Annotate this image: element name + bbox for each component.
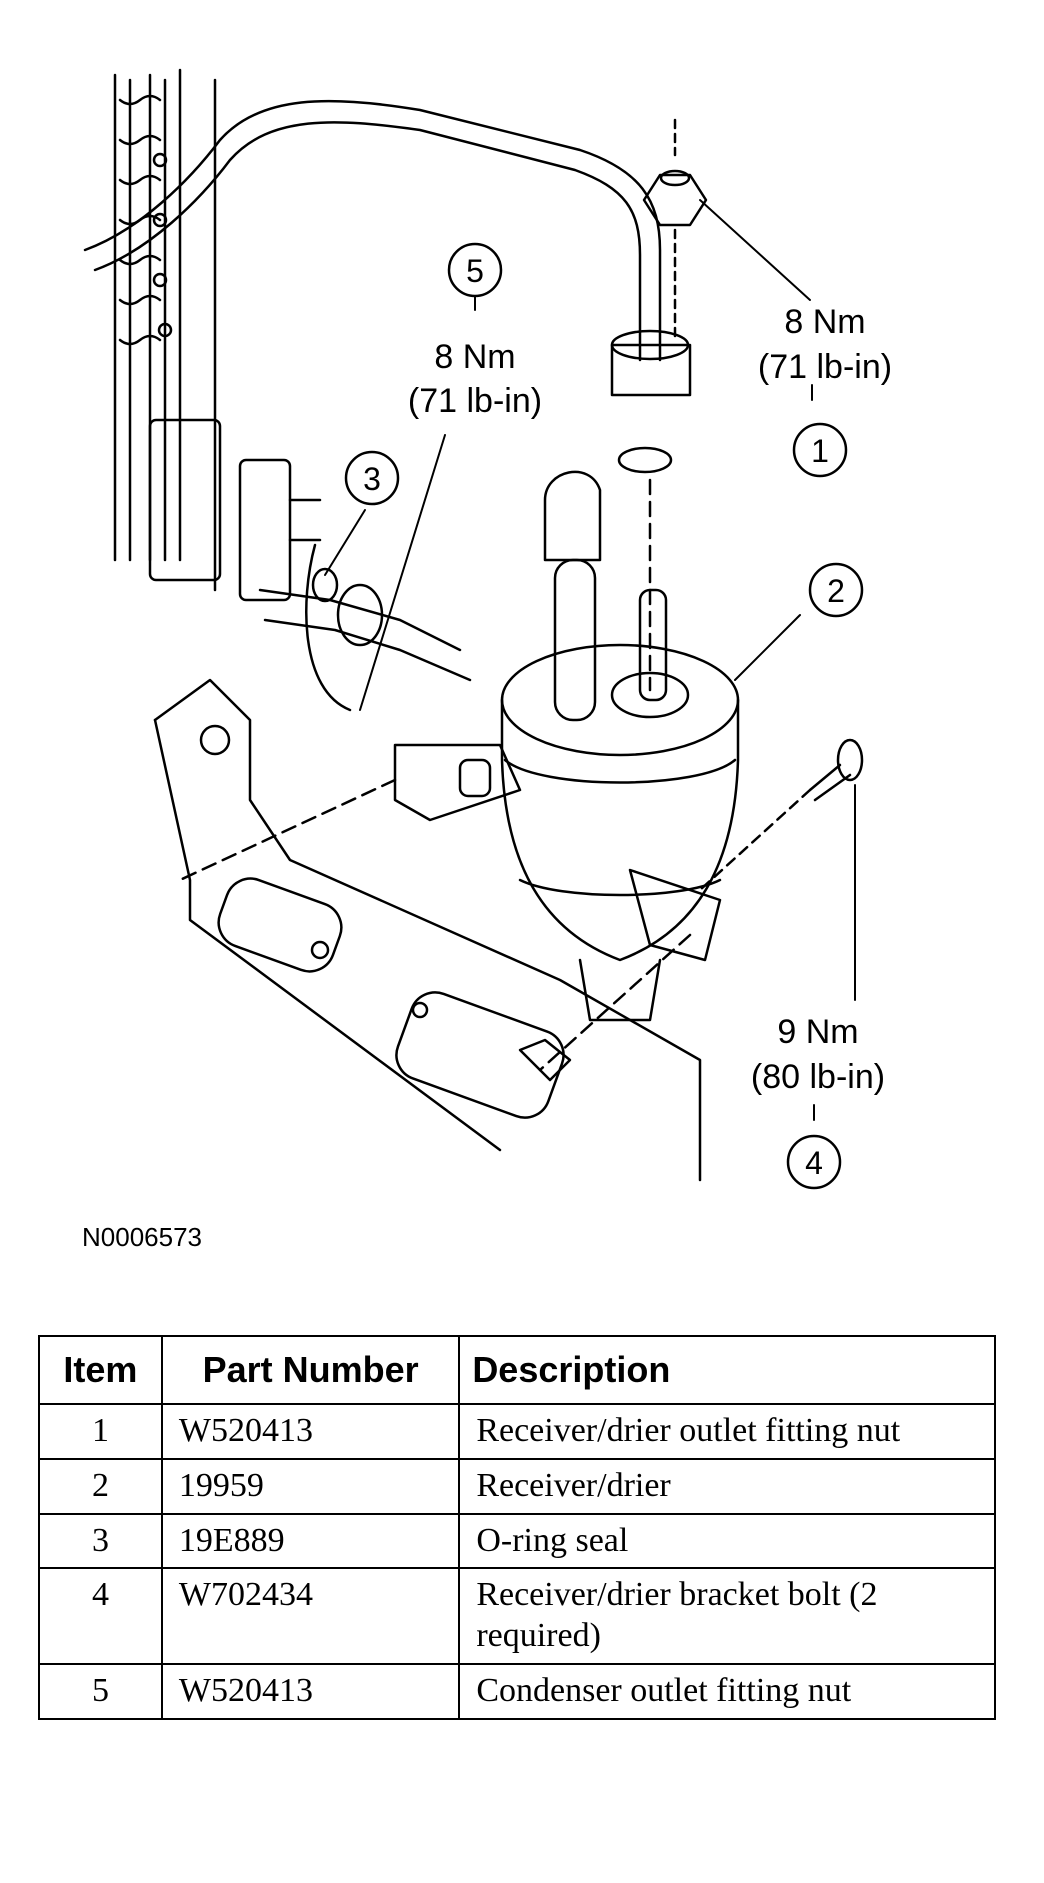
item-cell: 4 (38, 1567, 163, 1665)
part-number-cell: W702434 (160, 1567, 461, 1665)
part-number-cell: W520413 (160, 1662, 461, 1720)
callout-circle (344, 450, 400, 506)
table-row: 3 19E889 O-ring seal (38, 1512, 996, 1570)
item-cell: 5 (38, 1662, 163, 1720)
callout-circle (786, 1134, 842, 1190)
part-number-cell: W520413 (160, 1403, 461, 1460)
callout-2: 2 (808, 562, 864, 618)
parts-table: Item Part Number Description 1 W520413 R… (38, 1335, 996, 1720)
radiator-support (153, 678, 702, 1182)
item-cell: 1 (38, 1403, 163, 1460)
table-row: 5 W520413 Condenser outlet fitting nut (38, 1662, 996, 1720)
header-item: Item (38, 1335, 163, 1405)
condenser (113, 68, 217, 592)
o-ring (311, 567, 339, 603)
description-cell: Receiver/drier bracket bolt (2 required) (458, 1567, 996, 1665)
callout-5: 5 8 Nm (71 lb-in) (408, 242, 542, 420)
description-cell: Receiver/drier outlet fitting nut (458, 1403, 996, 1460)
table-row: 2 19959 Receiver/drier (38, 1457, 996, 1515)
table-row: 1 W520413 Receiver/drier outlet fitting … (38, 1403, 996, 1460)
item-cell: 2 (38, 1457, 163, 1515)
torque-metric: 8 Nm (434, 338, 515, 376)
leader-lines (324, 199, 856, 1121)
receiver-drier (500, 470, 740, 1022)
item-cell: 3 (38, 1512, 163, 1570)
callout-4: 9 Nm (80 lb-in) 4 (751, 1013, 885, 1190)
mounting-bracket (178, 743, 722, 1072)
callout-number: 4 (805, 1145, 823, 1181)
table-row: 4 W702434 Receiver/drier bracket bolt (2… (38, 1567, 996, 1665)
part-number-cell: 19959 (160, 1457, 461, 1515)
part-number-cell: 19E889 (160, 1512, 461, 1570)
callout-number: 2 (827, 573, 845, 609)
description-cell: O-ring seal (458, 1512, 996, 1570)
bracket-bolt (698, 738, 864, 892)
outlet-fitting (610, 118, 708, 692)
torque-metric: 8 Nm (784, 303, 865, 341)
callout-number: 5 (466, 253, 484, 289)
exploded-view-illustration: 5 8 Nm (71 lb-in) 8 Nm (71 lb-in) 1 3 2 … (83, 68, 892, 1190)
callout-number: 3 (363, 461, 381, 497)
callout-circle (808, 562, 864, 618)
callout-number: 1 (811, 433, 829, 469)
torque-imperial: (71 lb-in) (408, 382, 542, 420)
callout-3: 3 (344, 450, 400, 506)
callout-circle (447, 242, 503, 298)
callout-circle (792, 422, 848, 478)
callout-1: 8 Nm (71 lb-in) 1 (758, 303, 892, 478)
torque-imperial: (71 lb-in) (758, 348, 892, 386)
header-description: Description (458, 1335, 996, 1405)
description-cell: Receiver/drier (458, 1457, 996, 1515)
torque-metric: 9 Nm (777, 1013, 858, 1051)
header-part-number: Part Number (160, 1335, 461, 1405)
refrigerant-line (83, 99, 662, 362)
table-header-row: Item Part Number Description (38, 1335, 996, 1405)
condenser-outlet-block (148, 418, 472, 712)
torque-imperial: (80 lb-in) (751, 1058, 885, 1096)
figure-id: N0006573 (82, 1222, 202, 1252)
description-cell: Condenser outlet fitting nut (458, 1662, 996, 1720)
